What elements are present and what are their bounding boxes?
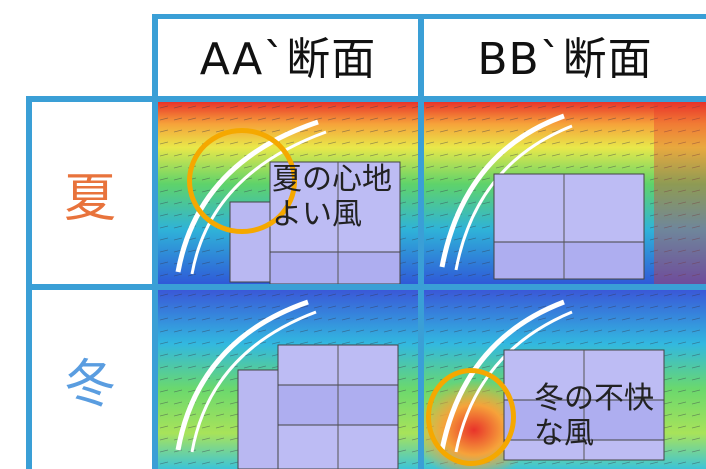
sim-winter-aa: [158, 290, 418, 469]
winter-annotation-line1: 冬の不快: [534, 381, 654, 416]
sim-summer-bb: [424, 102, 706, 284]
row-label-winter: 冬: [63, 355, 116, 415]
frame-left: [26, 96, 32, 469]
summer-annotation-line2: よい風: [272, 196, 362, 232]
frame-col1: [152, 14, 158, 469]
winter-wind-highlight-circle: [426, 368, 516, 466]
frame-middle: [26, 284, 706, 290]
summer-annotation-line1: 夏の心地: [272, 162, 392, 197]
summer-wind-highlight-circle: [187, 128, 297, 234]
column-header-aa: AA`断面: [199, 34, 377, 85]
winter-annotation: 冬の不快 な風: [534, 381, 654, 451]
column-header-bb: BB`断面: [477, 34, 653, 85]
winter-annotation-line2: な風: [534, 415, 594, 451]
frame-col2: [418, 14, 424, 469]
frame-top: [152, 14, 706, 19]
summer-annotation: 夏の心地 よい風: [272, 162, 392, 232]
row-label-summer: 夏: [63, 168, 116, 229]
frame-header-bottom: [26, 96, 706, 102]
